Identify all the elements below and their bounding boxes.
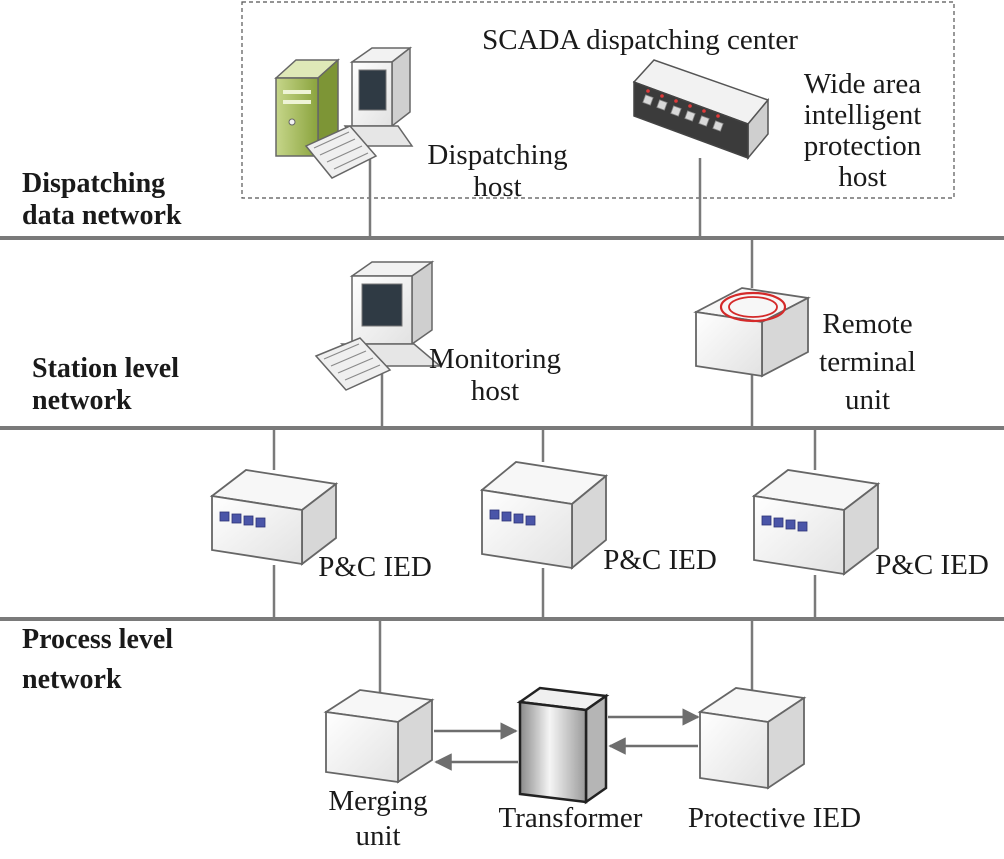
scada-boundary xyxy=(241,1,955,199)
scada-center-title: SCADA dispatching center xyxy=(482,24,798,56)
pc-ied-2-icon xyxy=(479,461,609,570)
data-flow-arrows xyxy=(434,708,700,771)
rtu-label: Remote terminal unit xyxy=(819,308,916,416)
pc-ied-3-label: P&C IED xyxy=(875,549,989,581)
merging-unit-icon xyxy=(323,689,435,784)
station-network-label: Station level network xyxy=(32,353,179,416)
transformer-label: Transformer xyxy=(498,802,643,834)
pc-ied-1-icon xyxy=(209,469,339,566)
dispatching-host-icon xyxy=(274,46,414,179)
transformer-icon xyxy=(516,686,610,805)
protective-ied-icon xyxy=(697,687,807,790)
dispatching-network-label: Dispatching data network xyxy=(22,168,182,231)
connection-lines xyxy=(272,150,817,692)
monitoring-host-icon xyxy=(314,260,443,391)
monitoring-host-label: Monitoring host xyxy=(428,343,562,407)
pc-ied-1-label: P&C IED xyxy=(318,551,432,583)
protection-switch-icon xyxy=(632,59,770,161)
protective-ied-label: Protective IED xyxy=(687,802,862,834)
pc-ied-2-label: P&C IED xyxy=(603,544,717,576)
dispatching-host-label: Dispatching host xyxy=(427,139,568,203)
rtu-icon xyxy=(693,287,811,378)
merging-unit-label: Merging unit xyxy=(328,785,428,852)
protection-host-label: Wide area intelligent protection host xyxy=(803,68,922,193)
pc-ied-3-icon xyxy=(751,469,881,576)
process-network-label: Process level network xyxy=(22,624,174,695)
